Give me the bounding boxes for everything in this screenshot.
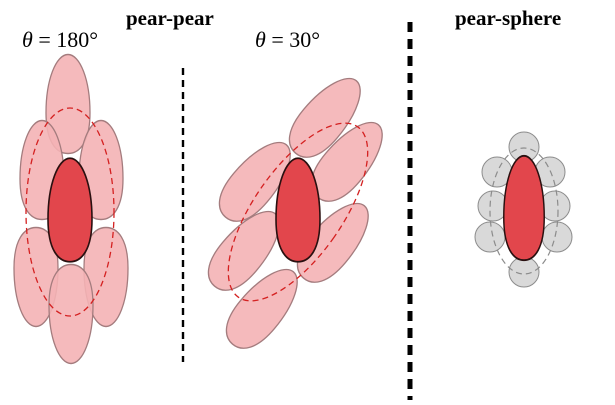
panel-pear-sphere [474, 131, 573, 288]
equals-sign: = [33, 27, 56, 52]
sphere [508, 256, 540, 288]
angle-value-180: 180° [56, 27, 98, 52]
equals-sign: = [266, 27, 289, 52]
angle-label-middle: θ = 30° [255, 27, 320, 52]
theta-symbol: θ [255, 27, 266, 52]
heading-pear-pear: pear-pear [126, 6, 214, 30]
central-pear [47, 157, 93, 263]
sphere [474, 221, 506, 253]
central-pear [502, 154, 546, 262]
panel-theta-30 [197, 65, 396, 360]
dashed-contact-ring [489, 147, 559, 275]
panel-theta-180 [13, 53, 129, 365]
theta-symbol: θ [22, 27, 33, 52]
angle-label-left: θ = 180° [22, 27, 98, 52]
dashed-contact-ring [227, 122, 369, 302]
central-pear [275, 157, 321, 263]
angle-value-30: 30° [289, 27, 320, 52]
dashed-contact-ring [25, 107, 115, 317]
neighbor-pear [48, 263, 94, 365]
heading-pear-sphere: pear-sphere [455, 6, 561, 30]
